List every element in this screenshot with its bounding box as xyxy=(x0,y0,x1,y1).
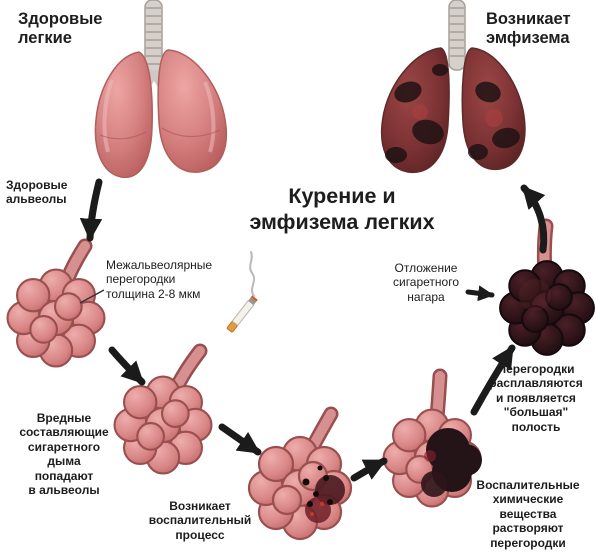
tar-deposit-label: Отложение сигаретного нагара xyxy=(392,261,460,304)
arrow-cavity-to-lungs xyxy=(520,184,548,254)
healthy-alveoli-label: Здоровые альвеолы xyxy=(6,178,68,207)
arrow-inflamed-to-dissolving xyxy=(350,457,388,482)
arrow-dissolving-to-cavity xyxy=(470,344,516,416)
septa-melt-label: Перегородки расплавляются и появляется "… xyxy=(489,362,583,434)
smoke-exposed-cluster xyxy=(113,375,213,475)
septa-pointer-line xyxy=(79,289,105,304)
arrow-alveoli-to-smoke xyxy=(108,346,146,386)
emphysema-blotches xyxy=(385,64,520,163)
harmful-components-label: Вредные составляющие сигаретного дыма по… xyxy=(19,411,109,497)
smoke-wisp xyxy=(249,251,255,297)
diagram-title: Курение и эмфизема легких xyxy=(249,184,435,235)
trachea-rings xyxy=(146,7,161,65)
arrow-smoke-to-inflamed xyxy=(218,423,262,456)
emphysema-label: Возникает эмфизема xyxy=(486,10,571,47)
inflammation-label: Возникает воспалительный процесс xyxy=(148,499,252,542)
inflamed-cluster-overlay xyxy=(302,465,345,523)
cavity-cluster-sheen xyxy=(519,279,551,311)
chemicals-label: Воспалительные химические вещества раств… xyxy=(476,478,580,550)
dissolving-cluster-overlay xyxy=(421,428,482,497)
healthy-alveoli-cluster xyxy=(6,268,106,368)
septa-label: Межальвеолярные перегородки толщина 2-8 … xyxy=(106,258,213,301)
arrow-tar-pointer xyxy=(465,285,495,302)
healthy-lungs-label: Здоровые легкие xyxy=(18,10,103,47)
healthy-lungs-illustration xyxy=(94,0,228,178)
cigarette-icon xyxy=(226,251,258,333)
cavity-cluster xyxy=(499,260,595,356)
diseased-lungs-illustration xyxy=(380,0,526,173)
arrow-lungs-to-alveoli xyxy=(79,178,103,242)
